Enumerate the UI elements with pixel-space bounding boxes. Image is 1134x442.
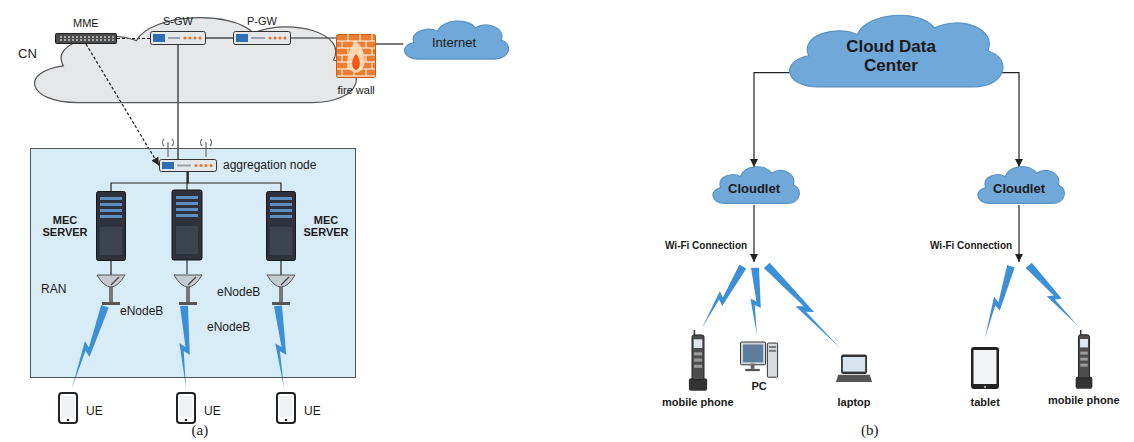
mme-icon (55, 33, 117, 44)
handset-icon (1073, 330, 1095, 390)
wireless-link (764, 263, 840, 348)
wireless-link (702, 264, 746, 328)
ran-region: RANaggregation nodeMEC SERVERMEC SERVERe… (30, 148, 356, 378)
wireless-link (750, 268, 760, 335)
wireless-link (179, 306, 189, 388)
node-label: MME (73, 17, 99, 30)
node-label: P-GW (247, 15, 277, 28)
gw-icon (150, 31, 206, 45)
node-label: UE (304, 405, 321, 419)
user-equipment: UE (276, 392, 296, 424)
core-device: P-GW (233, 31, 291, 45)
ue-icon (276, 392, 296, 424)
link-line (280, 261, 281, 275)
srv-icon (266, 191, 296, 261)
link-line (376, 43, 403, 44)
node-label: laptop (838, 396, 871, 409)
node-label: eNodeB (217, 286, 260, 300)
node-label: RAN (41, 283, 66, 297)
dish-icon (94, 273, 128, 305)
link-line (754, 73, 792, 167)
node-label: Cloud Data Center (841, 37, 941, 76)
ue-icon (58, 392, 78, 424)
node-label: aggregation node (223, 159, 316, 173)
panel-label: (a) (192, 422, 209, 439)
gw-icon (159, 159, 217, 172)
fw-icon (336, 34, 376, 78)
client-device: PC (740, 340, 778, 378)
client-device: mobile phone (1073, 330, 1095, 390)
link-line (110, 261, 111, 275)
node-label: UE (204, 405, 221, 419)
node-label: Cloudlet (728, 182, 780, 197)
link-label: Wi-Fi Connection (665, 240, 747, 252)
network-cloud: CN MME S-GW P-GW (5, 2, 370, 118)
tablet-icon (970, 346, 1000, 390)
wifi-arrow (754, 205, 1019, 262)
wireless-link (72, 305, 109, 388)
cloudlet-cloud: Cloudlet (970, 160, 1068, 210)
dish-icon (171, 273, 205, 305)
node-label: Cloudlet (993, 182, 1045, 197)
region-fill (30, 148, 356, 378)
link-line (188, 172, 281, 191)
node-label: UE (86, 405, 103, 419)
node-label: mobile phone (662, 396, 734, 409)
server-symbol (172, 190, 202, 260)
control-link (117, 38, 150, 39)
node-label: MEC SERVER (301, 214, 351, 239)
user-equipment: UE (176, 392, 196, 424)
client-device: tablet (970, 346, 1000, 390)
node-label: fire wall (338, 84, 375, 97)
network-cloud: Internet (395, 14, 513, 66)
core-device: MME (55, 33, 117, 44)
ue-icon (176, 392, 196, 424)
node-label: eNodeB (207, 321, 250, 335)
link-label: Wi-Fi Connection (930, 240, 1012, 252)
node-label: tablet (971, 396, 1000, 409)
wireless-link (274, 306, 286, 388)
base-station: eNodeB (171, 273, 205, 305)
laptop-icon (836, 354, 872, 382)
node-label: CN (18, 47, 37, 62)
handset-icon (686, 330, 710, 392)
dish-icon (264, 273, 298, 305)
data-center-cloud: Cloud Data Center (770, 2, 1012, 100)
wireless-link (985, 265, 1015, 338)
pc-icon (740, 340, 778, 378)
core-device: S-GW (150, 31, 206, 45)
node-label: MEC SERVER (40, 214, 90, 239)
node-label: PC (752, 380, 767, 393)
node-label: mobile phone (1048, 394, 1120, 407)
aggregation-device: aggregation node (159, 159, 217, 172)
node-label: eNodeB (120, 305, 163, 319)
firewall: fire wall (336, 34, 376, 78)
link-line (990, 73, 1019, 167)
link-line (111, 172, 188, 191)
cloudlet-cloud: Cloudlet (705, 160, 803, 210)
client-device: mobile phone (686, 330, 710, 392)
cloud-fill (35, 18, 357, 103)
user-equipment: UE (58, 392, 78, 424)
gw-icon (233, 31, 291, 45)
client-device: laptop (836, 354, 872, 382)
mec-server: MEC SERVER (96, 191, 126, 261)
base-station: eNodeB (94, 273, 128, 305)
node-label: Internet (432, 36, 476, 51)
link-line (206, 37, 233, 38)
wireless-link (1026, 263, 1078, 326)
node-label: S-GW (163, 15, 193, 28)
srv-icon (96, 191, 126, 261)
base-station: eNodeB (264, 273, 298, 305)
panel-label: (b) (861, 422, 879, 439)
mec-server: MEC SERVER (266, 191, 296, 261)
